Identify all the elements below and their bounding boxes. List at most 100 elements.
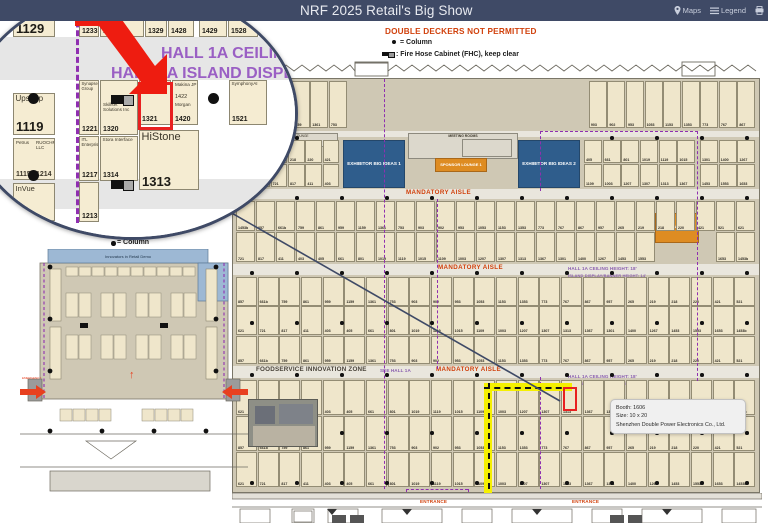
booth-cell[interactable]: 801 [356, 232, 376, 263]
booth-cell[interactable]: 903 [416, 201, 436, 232]
booth-cell[interactable]: 1553 [718, 164, 737, 188]
magnifier-booth-1521[interactable]: SymphonyAI 1521 [229, 80, 267, 125]
booth-cell[interactable]: 1153 [496, 277, 518, 306]
booth-cell[interactable]: 1353 [517, 416, 539, 452]
booth-cell[interactable]: 767 [561, 416, 583, 452]
booth-cell[interactable]: 1159 [344, 416, 366, 452]
booth-cell[interactable]: 220 [676, 201, 696, 232]
booth-cell[interactable]: 1053 [474, 277, 496, 306]
booth-cell[interactable]: 411 [301, 452, 323, 488]
booth-cell[interactable]: 867 [582, 277, 604, 306]
booth-cell[interactable]: 1553 [636, 232, 656, 263]
booth-cell[interactable]: 801 [387, 306, 409, 336]
booth-cell[interactable]: 1301 [700, 140, 719, 164]
booth-cell[interactable]: 902 [431, 335, 453, 365]
booth-cell[interactable]: 220 [691, 335, 713, 365]
booth-cell[interactable]: 801 [387, 452, 409, 488]
booth-cell[interactable]: 1003 [456, 232, 476, 263]
magnifier-booth-1533[interactable]: 1533 Gortec Brasil, LTDA 1529 [266, 21, 295, 37]
booth-cell[interactable]: 953 [626, 81, 644, 129]
magnifier-booth-1213[interactable]: 1213 [79, 182, 99, 222]
booth-cell[interactable]: 405 [344, 452, 366, 488]
booth-cell[interactable]: 767 [718, 81, 737, 129]
booth-cell[interactable]: 1307 [539, 306, 561, 336]
booth-cell[interactable]: 801 [387, 380, 409, 416]
booth-cell[interactable]: 953 [452, 416, 474, 452]
booth-cell[interactable]: 902 [607, 81, 626, 129]
booth-cell[interactable]: 1267 [647, 452, 669, 488]
booth-cell[interactable]: 753 [387, 416, 409, 452]
booth-cell[interactable]: 902 [431, 416, 453, 452]
booth-cell[interactable]: 1159 [356, 201, 376, 232]
booth-cell[interactable]: 218 [656, 201, 676, 232]
magnifier-booth-1313[interactable]: HiStone 1313 [139, 130, 199, 190]
magnifier-booth-1422[interactable]: Makina JP 1422 Morgan 1420 [172, 80, 198, 125]
booth-cell[interactable]: 1015 [677, 140, 696, 164]
booth-cell[interactable]: 903 [409, 335, 431, 365]
booth-cell[interactable]: 1307 [496, 232, 516, 263]
magnifier-inset[interactable]: 1133 Visual Counter 1129 1029 Loader-s C… [0, 21, 298, 240]
booth-cell[interactable]: 759 [296, 201, 316, 232]
booth-cell[interactable]: 753 [387, 277, 409, 306]
magnifier-booth-1432[interactable]: 1432 Visual Mix 1430 Expivi, inc 1428 [168, 21, 194, 37]
booth-cell[interactable]: 1353 [516, 201, 536, 232]
booth-cell[interactable]: 1153 [663, 81, 682, 129]
booth-cell[interactable]: 411 [301, 306, 323, 336]
booth-cell[interactable]: 1367 [582, 380, 604, 416]
booth-cell[interactable]: 1353 [681, 81, 700, 129]
meeting-room-sub[interactable] [462, 139, 512, 157]
floorplan-canvas[interactable]: DOUBLE DECKERS NOT PERMITTED = Column : … [0, 21, 768, 523]
booth-cell[interactable]: 1653 [712, 306, 734, 336]
booth-cell[interactable]: 1015 [452, 452, 474, 488]
booth-cell[interactable]: 1313 [561, 306, 583, 336]
booth-cell[interactable]: 959 [336, 201, 356, 232]
booth-cell[interactable]: 1301 [604, 452, 626, 488]
maps-button[interactable]: Maps [674, 6, 701, 15]
booth-cell[interactable]: 1119 [431, 452, 453, 488]
booth-cell[interactable]: 861 [316, 201, 336, 232]
booth-cell[interactable]: 1367 [536, 232, 556, 263]
booth-cell[interactable]: 661b [257, 335, 279, 365]
booth-cell[interactable]: 1109 [436, 232, 456, 263]
booth-cell[interactable]: 405 [316, 232, 336, 263]
booth-cell[interactable]: 903 [409, 416, 431, 452]
magnifier-booth-1217[interactable]: ITL Enterprise 1217 [79, 136, 99, 181]
booth-cell[interactable]: 220 [691, 277, 713, 306]
booth-cell[interactable]: 801 [621, 140, 640, 164]
booth-cell[interactable]: 867 [582, 416, 604, 452]
booth-cell[interactable]: 1003 [496, 452, 518, 488]
booth-cell[interactable]: 902 [431, 277, 453, 306]
booth-cell[interactable]: 957 [604, 277, 626, 306]
booth-cell[interactable]: 753 [328, 81, 347, 129]
magnifier-booth-1433[interactable]: 1433 Nan and Cartier (Pty) Ltd 1429 [199, 21, 227, 37]
booth-cell[interactable]: 1400 [626, 306, 648, 336]
booth-cell[interactable]: 1153 [496, 416, 518, 452]
booth-cell[interactable]: 1400 [626, 452, 648, 488]
booth-cell[interactable]: 1015 [416, 232, 436, 263]
booth-cell[interactable]: 773 [539, 416, 561, 452]
booth-cell[interactable]: 403 [322, 452, 344, 488]
booth-cell[interactable]: 1353 [517, 277, 539, 306]
booth-cell[interactable]: 1119 [431, 306, 453, 336]
booth-cell[interactable]: 1019 [409, 452, 431, 488]
booth-cell[interactable]: 861 [301, 277, 323, 306]
booth-cell[interactable]: 1367 [677, 164, 696, 188]
booth-cell[interactable]: 1361 [310, 81, 329, 129]
booth-cell[interactable]: 1207 [621, 164, 640, 188]
booth-cell[interactable]: 1453b [734, 306, 756, 336]
booth-cell[interactable]: 903 [588, 81, 607, 129]
booth-cell[interactable]: 1267 [737, 140, 756, 164]
booth-cell[interactable]: 957 [604, 335, 626, 365]
booth-cell[interactable]: 867 [582, 335, 604, 365]
booth-cell[interactable]: 1653 [716, 232, 736, 263]
booth-cell[interactable]: 1109 [584, 164, 603, 188]
booth-cell[interactable]: 759 [279, 335, 301, 365]
booth-cell[interactable]: 1207 [476, 232, 496, 263]
booth-cell[interactable]: 1119 [431, 380, 453, 416]
booth-cell[interactable]: 1015 [452, 380, 474, 416]
print-button[interactable] [755, 6, 764, 15]
legend-button[interactable]: Legend [709, 6, 746, 15]
booth-cell[interactable]: 265 [626, 277, 648, 306]
booth-cell[interactable]: 661 [336, 232, 356, 263]
booth-cell[interactable]: 957 [596, 201, 616, 232]
